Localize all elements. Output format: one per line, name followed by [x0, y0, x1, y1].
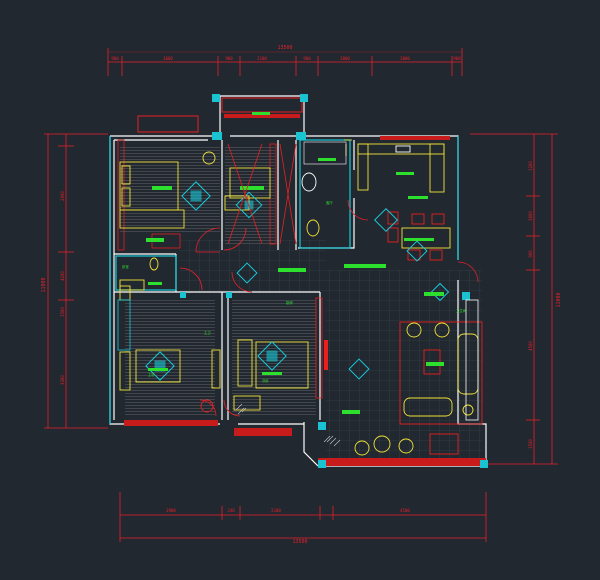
left-dimension: 11000 2000 4200 1500 3300 — [41, 133, 108, 429]
right-seg-4: 1500 — [528, 439, 533, 449]
windows — [117, 97, 486, 466]
marker-9 — [430, 282, 450, 302]
left-seg-3: 3300 — [60, 375, 65, 385]
right-overall-dim: 11000 — [556, 292, 562, 307]
floor-fills — [120, 146, 482, 458]
right-dimension: 11000 1200 3000 900 4500 1500 — [470, 133, 562, 465]
bottom-seg-0: 3900 — [166, 508, 176, 513]
bottom-seg-4: 4500 — [400, 508, 410, 513]
top-seg-4: 900 — [303, 56, 311, 61]
bottom-seg-2: 2100 — [271, 508, 281, 513]
right-seg-2: 900 — [528, 250, 533, 258]
marker-1 — [181, 181, 211, 211]
left-overall-dim: 11000 — [41, 277, 47, 292]
marker-5 — [373, 207, 399, 233]
top-seg-6: 3000 — [400, 56, 410, 61]
top-overall-dim: 13500 — [277, 45, 292, 51]
left-seg-0: 2000 — [60, 191, 65, 201]
bottom-overall-dim: 13500 — [292, 539, 307, 545]
room-tag-c: 厨房 — [286, 300, 293, 305]
room-markers — [145, 181, 450, 381]
room-tag-d: 主卧 — [148, 372, 155, 377]
desk-study — [229, 167, 271, 199]
top-seg-0: 900 — [111, 56, 119, 61]
bed-bottom-left — [135, 349, 181, 383]
kitchen-counter — [357, 143, 445, 155]
left-seg-1: 4200 — [60, 271, 65, 281]
right-seg-1: 3000 — [528, 211, 533, 221]
room-tag-b: 主卫 — [204, 330, 211, 335]
columns — [180, 94, 488, 468]
dining-table — [401, 227, 451, 249]
right-seg-0: 1200 — [528, 161, 533, 171]
room-tag-e: 次卧 — [262, 378, 269, 383]
top-seg-1: 3600 — [163, 56, 173, 61]
marker-8 — [257, 341, 287, 371]
cyan-walls — [109, 136, 459, 424]
right-seg-3: 4500 — [528, 341, 533, 351]
top-seg-5: 2000 — [340, 56, 350, 61]
marker-4 — [348, 358, 370, 380]
marker-6 — [406, 240, 428, 262]
bottom-dimension: 3900 240 2100 4500 13500 — [119, 492, 487, 545]
marker-3 — [236, 262, 258, 284]
top-dimension: 13500 900 3600 900 2100 900 2000 3000 90… — [107, 45, 463, 76]
doors — [179, 199, 479, 417]
room-tag-g: 卫生间 — [456, 308, 467, 313]
top-seg-2: 900 — [225, 56, 233, 61]
top-seg-3: 2100 — [257, 56, 267, 61]
room-tag-a: 卧室 — [122, 264, 129, 269]
misc-details — [117, 139, 479, 447]
furniture — [119, 143, 483, 456]
top-seg-7: 900 — [453, 56, 461, 61]
bottom-seg-1: 240 — [227, 508, 235, 513]
room-tag-f: 客厅 — [326, 200, 333, 205]
left-seg-2: 1500 — [60, 307, 65, 317]
bed-bottom-middle — [255, 341, 309, 389]
annotation-bars — [146, 112, 444, 414]
